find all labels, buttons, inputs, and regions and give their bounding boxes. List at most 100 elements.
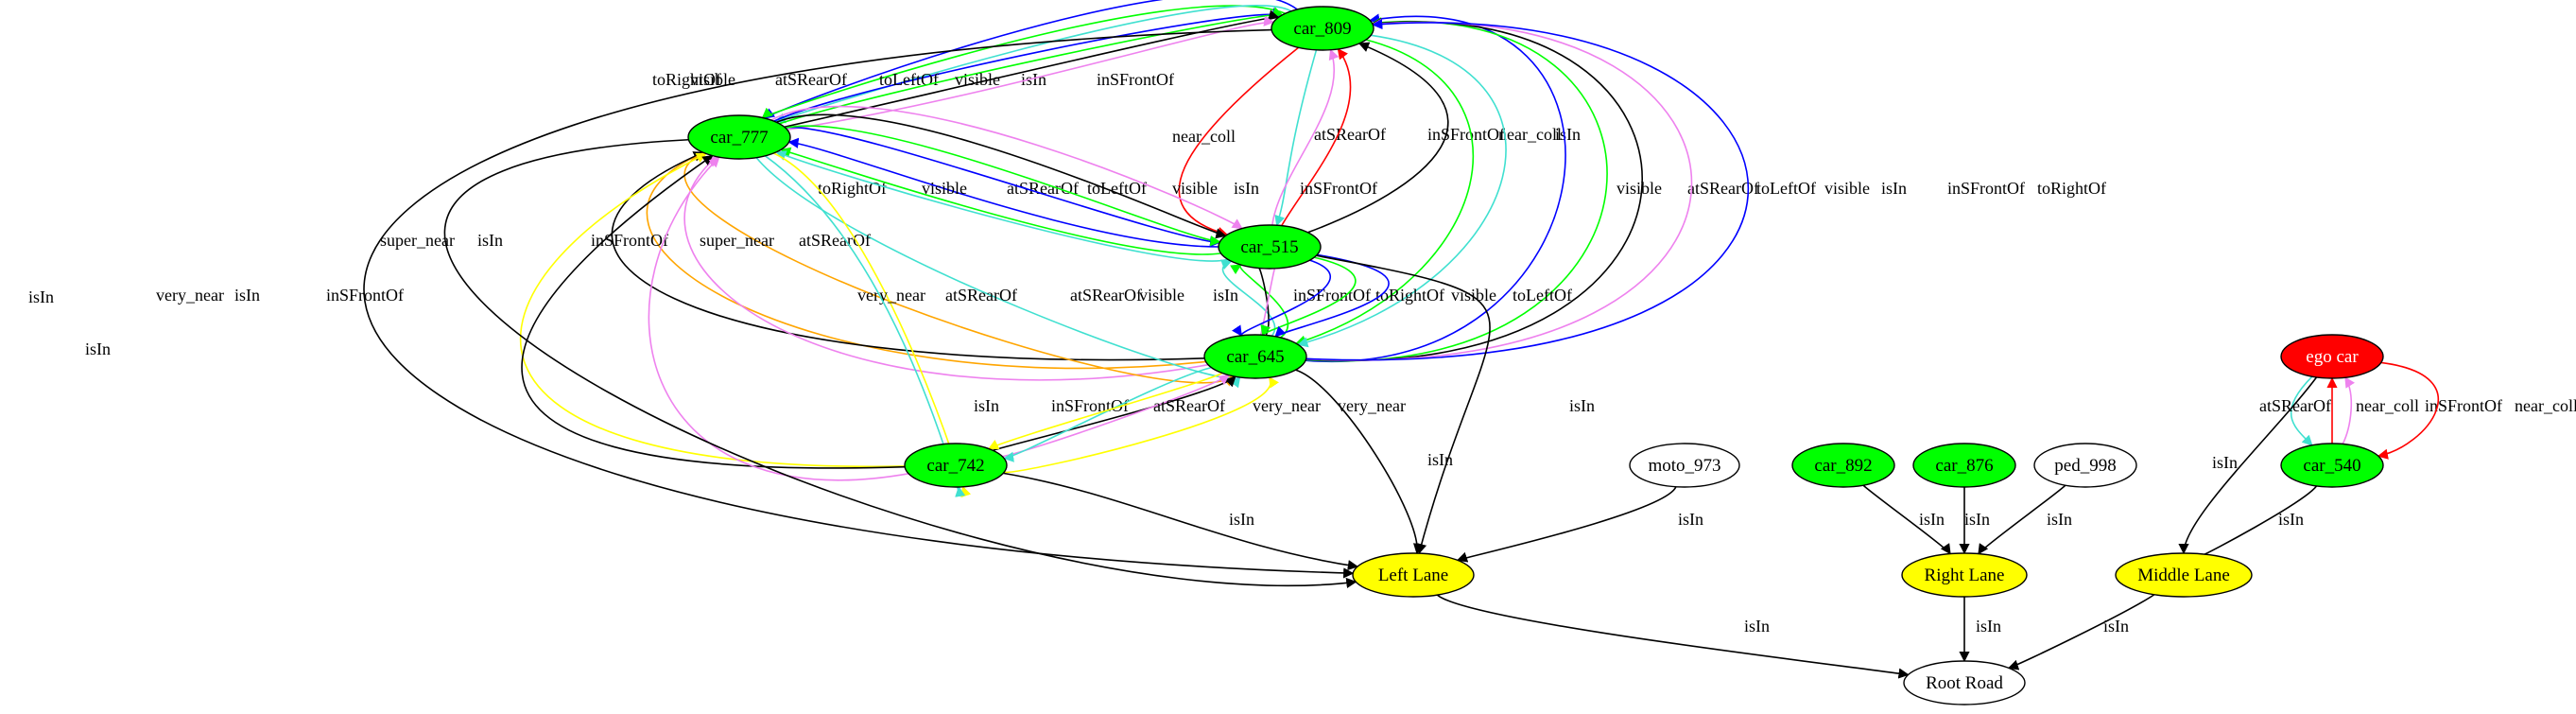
edge-car_645-left_lane-isIn: isIn <box>1295 369 1453 555</box>
edge-line <box>785 126 1221 248</box>
edge-label: isIn <box>234 286 260 305</box>
edge-label: inSFrontOf <box>1427 125 1505 144</box>
node-ego_car[interactable]: ego car <box>2280 334 2384 379</box>
edge-label: isIn <box>1919 510 1945 529</box>
edge-line <box>1297 34 1507 348</box>
edge-line <box>773 8 1283 122</box>
edge-line <box>443 138 1357 589</box>
edge-line <box>988 372 1223 450</box>
edge-label: toLeftOf <box>1087 179 1147 198</box>
edge-car_777-car_515-toLeftOf: toLeftOf <box>785 126 1221 248</box>
edge-line <box>776 113 1227 239</box>
node-label: car_809 <box>1293 19 1351 39</box>
edge-car_809-car_515-atSRearOf: atSRearOf <box>1274 49 1386 227</box>
node-label: car_515 <box>1240 237 1298 257</box>
edge-label: visible <box>1172 179 1218 198</box>
edge-label: visible <box>955 70 1000 89</box>
node-left_lane[interactable]: Left Lane <box>1352 552 1475 598</box>
node-shape <box>1203 334 1307 379</box>
edge-ego_car-car_540-near_coll: near_coll <box>2377 361 2576 460</box>
node-car_515[interactable]: car_515 <box>1218 224 1322 270</box>
node-moto_973[interactable]: moto_973 <box>1629 443 1740 488</box>
node-car_777[interactable]: car_777 <box>687 114 791 160</box>
edge-label: isIn <box>2103 617 2129 636</box>
node-shape <box>1901 552 2028 598</box>
node-car_742[interactable]: car_742 <box>904 443 1008 488</box>
edge-left_lane-root_road-isIn: isIn <box>1436 594 1910 679</box>
node-shape <box>904 443 1008 488</box>
edge-label: very_near <box>1338 396 1406 415</box>
edge-line <box>1274 253 1390 338</box>
edge-label: isIn <box>1744 617 1770 636</box>
node-car_876[interactable]: car_876 <box>1912 443 2016 488</box>
node-car_892[interactable]: car_892 <box>1791 443 1895 488</box>
edge-label: atSRearOf <box>775 70 847 89</box>
edge-label: super_near <box>700 231 774 250</box>
edge-car_809-car_777-visible: visible <box>690 5 1286 119</box>
node-right_lane[interactable]: Right Lane <box>1901 552 2028 598</box>
edge-label: isIn <box>28 287 54 306</box>
node-shape <box>1912 443 2016 488</box>
edge-car_742-car_777-isIn: isIn <box>234 154 906 469</box>
edge-car_645-car_809-inSFrontOf: inSFrontOf <box>1305 18 2025 361</box>
edge-car_809-left_lane-isIn: isIn <box>28 28 1355 579</box>
node-car_645[interactable]: car_645 <box>1203 334 1307 379</box>
node-root_road[interactable]: Root Road <box>1903 660 2026 705</box>
node-car_809[interactable]: car_809 <box>1271 6 1374 51</box>
node-car_540[interactable]: car_540 <box>2280 443 2384 488</box>
edge-car_645-car_742-atSRearOf: atSRearOf <box>1003 366 1225 462</box>
edge-label: atSRearOf <box>1687 179 1759 198</box>
node-ped_998[interactable]: ped_998 <box>2033 443 2137 488</box>
node-label: car_892 <box>1814 456 1872 476</box>
edge-line <box>787 15 1275 131</box>
edge-label: visible <box>1824 179 1870 198</box>
node-shape <box>2115 552 2253 598</box>
edge-car_540-middle_lane-isIn: isIn <box>2193 485 2318 566</box>
edge-line <box>1307 42 1449 234</box>
edge-line <box>1436 594 1910 679</box>
edge-car_742-car_645-very_near: very_near <box>1004 376 1406 474</box>
edge-label: inSFrontOf <box>1097 70 1174 89</box>
node-label: car_742 <box>926 456 984 476</box>
edge-line <box>1295 369 1424 555</box>
edge-label: isIn <box>1964 510 1990 529</box>
edge-car_777-car_515-isIn: isIn <box>776 113 1259 239</box>
node-shape <box>687 114 791 160</box>
edge-middle_lane-root_road-isIn: isIn <box>2007 594 2155 670</box>
edge-line <box>785 125 1221 247</box>
node-label: car_777 <box>710 128 768 148</box>
node-middle_lane[interactable]: Middle Lane <box>2115 552 2253 598</box>
edge-car_777-car_809-toLeftOf: toLeftOf <box>773 8 1283 122</box>
edge-line <box>770 105 1243 230</box>
edge-line <box>784 9 1280 129</box>
edge-label: isIn <box>1021 70 1046 89</box>
edge-label: isIn <box>1229 510 1254 529</box>
edge-line <box>774 5 1292 124</box>
edge-label: very_near <box>156 286 224 305</box>
edge-ego_car-car_540-atSRearOf: atSRearOf <box>2259 375 2331 446</box>
edge-line <box>1003 472 1359 571</box>
edge-car_645-car_809-toRightOf: toRightOf <box>1305 18 2106 361</box>
edge-label: atSRearOf <box>1153 396 1225 415</box>
edge-line <box>1305 18 1693 361</box>
node-label: Middle Lane <box>2137 566 2230 585</box>
edge-label: inSFrontOf <box>326 286 404 305</box>
edge-line <box>519 152 906 468</box>
edge-line <box>1305 17 1643 362</box>
node-label: Left Lane <box>1378 566 1448 585</box>
edge-car_777-car_809-visible: visible <box>779 7 1284 125</box>
edge-car_645-car_809-isIn: isIn <box>1305 17 1907 362</box>
edge-car_742-left_lane-isIn: isIn <box>1003 472 1359 571</box>
edge-line <box>683 151 1235 387</box>
edge-label: inSFrontOf <box>1300 179 1377 198</box>
edge-line <box>2290 375 2313 446</box>
node-label: car_645 <box>1226 347 1284 367</box>
edge-label: inSFrontOf <box>1947 179 2025 198</box>
edge-label: isIn <box>1555 125 1581 144</box>
edge-line <box>787 137 1219 248</box>
edge-line <box>1316 254 1491 555</box>
edge-label: isIn <box>1427 450 1453 469</box>
edge-line <box>755 157 1241 389</box>
edge-label: isIn <box>1976 617 2001 636</box>
